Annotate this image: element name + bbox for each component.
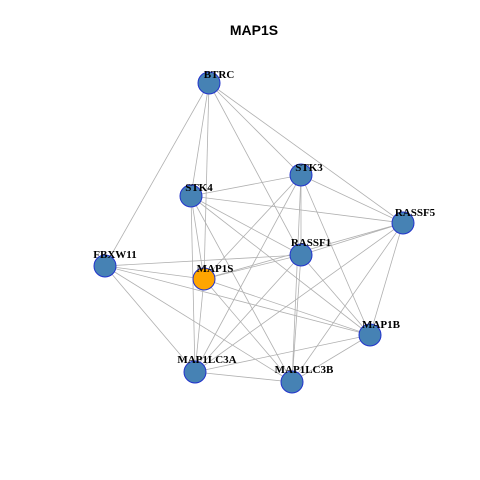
edge-fbxw11-map1lc3a (104, 265, 196, 373)
edge-rassf5-map1b (369, 222, 404, 336)
edge-stk4-map1lc3a (190, 195, 196, 373)
edge-stk4-map1b (190, 195, 371, 336)
edge-stk3-map1b (300, 174, 371, 336)
node-label-stk4: STK4 (185, 182, 213, 194)
node-label-stk3: STK3 (295, 162, 323, 174)
node-circle-map1lc3a[interactable] (183, 360, 207, 384)
edge-rassf1-map1lc3b (291, 254, 302, 383)
edge-map1b-map1lc3a (194, 334, 371, 373)
node-stk3[interactable]: STK3 (289, 162, 323, 187)
edge-btrc-rassf5 (208, 82, 404, 224)
node-map1b[interactable]: MAP1B (358, 319, 401, 347)
edge-btrc-stk3 (208, 82, 302, 176)
node-label-map1lc3b: MAP1LC3B (275, 364, 334, 376)
edge-stk3-map1s (203, 174, 302, 280)
graph-title: MAP1S (230, 22, 278, 38)
node-label-map1lc3a: MAP1LC3A (177, 354, 236, 366)
edge-stk4-map1lc3b (190, 195, 293, 383)
node-map1lc3a[interactable]: MAP1LC3A (177, 354, 237, 384)
edge-rassf5-map1lc3a (194, 222, 404, 373)
edge-fbxw11-map1s (104, 265, 205, 280)
edge-map1lc3a-map1lc3b (194, 371, 293, 383)
edge-map1b-map1lc3b (291, 334, 371, 383)
edge-fbxw11-map1b (104, 265, 371, 336)
edge-stk4-map1s (190, 195, 205, 280)
edge-stk4-rassf1 (190, 195, 302, 256)
node-label-fbxw11: FBXW11 (93, 249, 136, 261)
edge-rassf1-map1b (300, 254, 371, 336)
node-circle-map1lc3b[interactable] (280, 370, 304, 394)
node-rassf1[interactable]: RASSF1 (289, 237, 331, 267)
edge-stk4-rassf5 (190, 195, 404, 224)
edge-layer (104, 82, 404, 383)
node-stk4[interactable]: STK4 (179, 182, 213, 208)
node-label-map1s: MAP1S (197, 263, 234, 275)
edge-btrc-rassf1 (208, 82, 302, 256)
edge-stk3-stk4 (190, 174, 302, 197)
edge-btrc-map1s (203, 82, 210, 280)
edge-rassf5-rassf1 (300, 222, 404, 256)
node-circle-stk3[interactable] (289, 163, 313, 187)
edge-btrc-fbxw11 (104, 82, 210, 267)
edge-map1s-map1lc3b (203, 278, 293, 383)
node-circle-fbxw11[interactable] (93, 254, 117, 278)
node-circle-btrc[interactable] (197, 71, 221, 95)
node-circle-rassf5[interactable] (391, 211, 415, 235)
edge-map1s-map1b (203, 278, 371, 336)
node-label-rassf1: RASSF1 (291, 237, 331, 249)
node-circle-rassf1[interactable] (289, 243, 313, 267)
node-circle-stk4[interactable] (179, 184, 203, 208)
edge-btrc-stk4 (190, 82, 210, 197)
node-label-btrc: BTRC (204, 69, 235, 81)
node-fbxw11[interactable]: FBXW11 (93, 249, 137, 278)
node-circle-map1b[interactable] (358, 323, 382, 347)
node-label-map1b: MAP1B (362, 319, 401, 331)
node-circle-map1s[interactable] (192, 267, 216, 291)
node-btrc[interactable]: BTRC (197, 69, 235, 95)
node-label-rassf5: RASSF5 (395, 207, 436, 219)
edge-rassf1-map1s (203, 254, 302, 280)
edge-rassf5-map1lc3b (291, 222, 404, 383)
edge-fbxw11-map1lc3b (104, 265, 293, 383)
edge-stk3-rassf5 (300, 174, 404, 224)
edge-rassf1-fbxw11 (104, 254, 302, 267)
node-rassf5[interactable]: RASSF5 (391, 207, 436, 235)
node-map1s[interactable]: MAP1S (192, 263, 234, 291)
edge-map1s-map1lc3a (194, 278, 205, 373)
node-map1lc3b[interactable]: MAP1LC3B (275, 364, 334, 394)
edge-rassf1-map1lc3a (194, 254, 302, 373)
